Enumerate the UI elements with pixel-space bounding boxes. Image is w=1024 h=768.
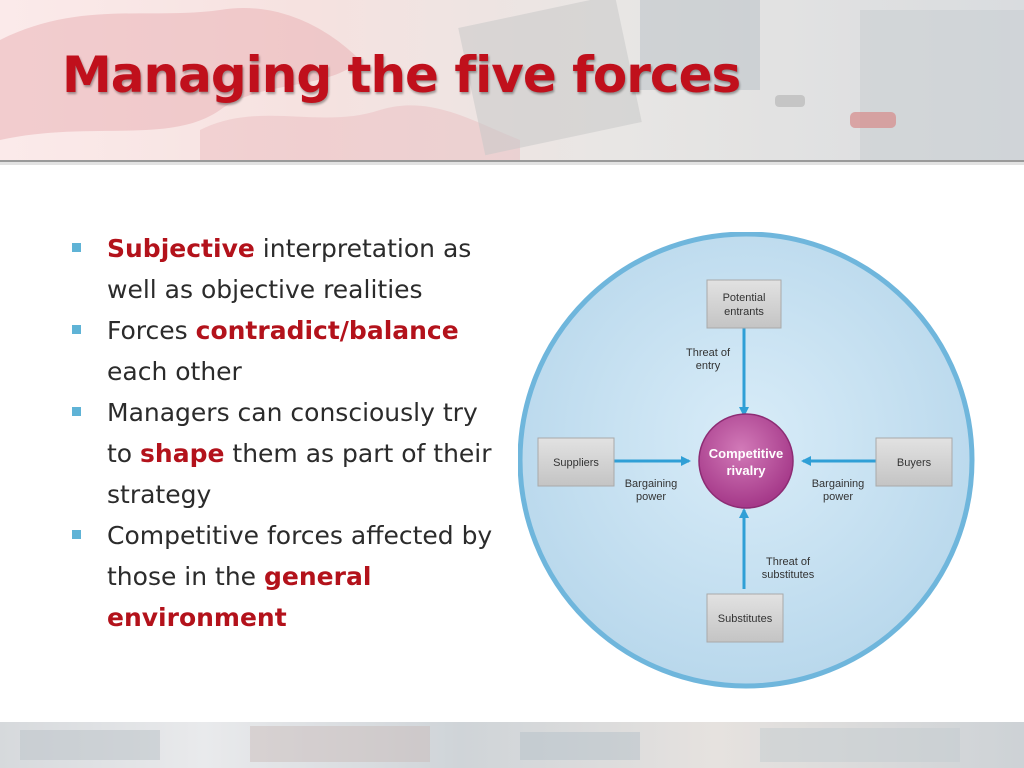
center-label-line1: Competitive <box>709 446 783 461</box>
competitive-rivalry-node <box>698 413 794 509</box>
bullet-text: Managers can consciously try to <box>107 398 478 468</box>
buyers-label: Buyers <box>897 457 932 469</box>
threat-entry-line2: entry <box>696 360 721 372</box>
bargaining-right-line1: Bargaining <box>812 478 865 490</box>
bullet-list: Subjective interpretation as well as obj… <box>70 228 500 638</box>
bullet-square-icon <box>72 243 81 252</box>
potential-entrants-line1: Potential <box>723 292 766 304</box>
suppliers-box <box>537 437 615 487</box>
highlight-general-environment: general environment <box>107 562 372 632</box>
footer-block <box>20 730 160 760</box>
center-label-line2: rivalry <box>726 463 766 478</box>
bargaining-right-line2: power <box>823 491 853 503</box>
buyers-box <box>875 437 953 487</box>
bullet-item-1: Subjective interpretation as well as obj… <box>70 228 500 310</box>
bullet-text: interpretation as well as objective real… <box>107 234 472 304</box>
five-forces-diagram: Competitive rivalry Potential entrants S… <box>518 232 975 689</box>
ribbon-swirl-2 <box>200 105 520 160</box>
bullet-item-4: Competitive forces affected by those in … <box>70 515 500 638</box>
suppliers-label: Suppliers <box>553 457 599 469</box>
page-title: Managing the five forces <box>62 46 741 104</box>
header-divider-light <box>0 162 1024 165</box>
footer-banner <box>0 722 1024 768</box>
threat-entry-line1: Threat of <box>686 347 731 359</box>
building-block <box>458 0 642 156</box>
footer-block-3 <box>520 732 640 760</box>
bullet-text: each other <box>107 357 242 386</box>
highlight-contradict-balance: contradict/balance <box>195 316 459 345</box>
bullet-square-icon <box>72 325 81 334</box>
header-banner: Managing the five forces <box>0 0 1024 160</box>
bullet-square-icon <box>72 407 81 416</box>
bullet-text: them as part of their strategy <box>107 439 492 509</box>
bullet-item-3: Managers can consciously try to shape th… <box>70 392 500 515</box>
building-right <box>860 10 1024 160</box>
bargaining-left-line1: Bargaining <box>625 478 678 490</box>
potential-entrants-box <box>706 279 782 329</box>
highlight-shape: shape <box>140 439 225 468</box>
bullet-square-icon <box>72 530 81 539</box>
header-divider <box>0 160 1024 162</box>
highlight-subjective: Subjective <box>107 234 255 263</box>
building-windows <box>640 0 760 90</box>
bullet-text: Competitive forces affected by those in … <box>107 521 493 591</box>
bargaining-left-line2: power <box>636 491 666 503</box>
ribbon-swirl <box>0 8 360 140</box>
car-shape-2 <box>775 95 805 107</box>
footer-block-4 <box>760 728 960 762</box>
footer-photo-art <box>20 726 960 762</box>
substitutes-label: Substitutes <box>718 613 773 625</box>
potential-entrants-line2: entrants <box>724 306 764 318</box>
campus-banner-art <box>0 0 1024 160</box>
substitutes-box <box>706 593 784 643</box>
car-shape <box>850 112 896 128</box>
threat-substitutes-line1: Threat of <box>766 556 811 568</box>
bullet-item-2: Forces contradict/balance each other <box>70 310 500 392</box>
bullet-text: Forces <box>107 316 196 345</box>
footer-block-2 <box>250 726 430 762</box>
threat-substitutes-line2: substitutes <box>762 569 815 581</box>
